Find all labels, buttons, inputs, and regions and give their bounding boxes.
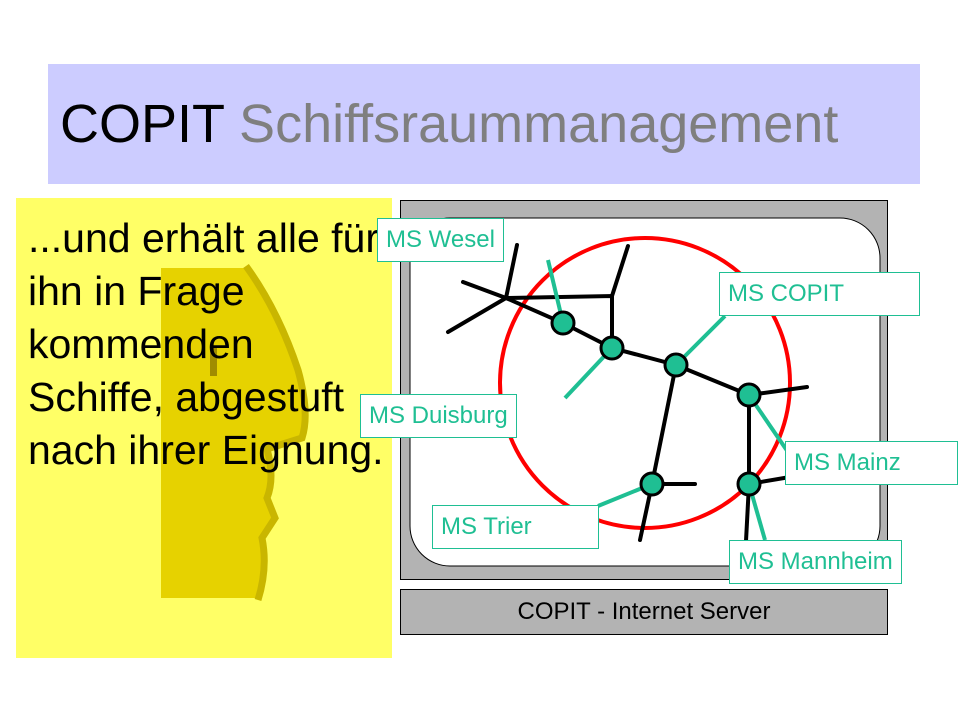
ship-label-copit: MS COPIT [719,272,920,316]
page-title: COPIT Schiffsraummanagement [60,92,838,156]
title-sub: Schiffsraummanagement [239,94,839,154]
face-silhouette-icon [161,263,309,602]
ship-node-mannheim [736,471,762,497]
ship-label-duisburg: MS Duisburg [360,394,517,438]
ship-node-duisburg [599,335,625,361]
ship-label-wesel: MS Wesel [377,218,504,262]
server-label: COPIT - Internet Server [400,589,888,635]
ship-label-trier: MS Trier [432,505,599,549]
title-bar: COPIT Schiffsraummanagement [48,64,920,184]
ship-node-copit [663,352,689,378]
ship-node-trier [639,471,665,497]
ship-node-mainz [736,382,762,408]
ship-label-mainz: MS Mainz [785,441,958,485]
title-main: COPIT [60,94,225,154]
ship-label-mannheim: MS Mannheim [729,540,902,584]
note-panel: ...und erhält alle für ihn in Frage komm… [16,198,392,658]
ship-node-wesel [550,310,576,336]
note-text: ...und erhält alle für ihn in Frage komm… [28,215,384,473]
